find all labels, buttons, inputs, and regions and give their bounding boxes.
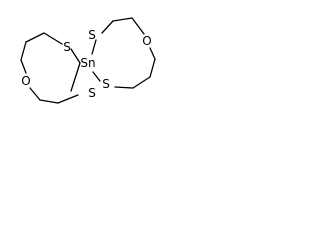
spiro-tin-molecule-diagram: S S S S Sn O O — [20, 17, 156, 104]
bond — [101, 20, 114, 34]
bond — [91, 39, 97, 55]
oxygen-atom-right: O — [142, 34, 151, 48]
bond — [92, 71, 101, 82]
bond — [70, 62, 81, 92]
oxygen-atom-left: O — [21, 74, 30, 88]
bond — [132, 76, 151, 89]
sulfur-atom-upper-left: S — [63, 40, 71, 54]
bond — [112, 17, 133, 22]
sulfur-atom-upper-right: S — [88, 28, 96, 42]
bond — [149, 47, 156, 60]
left-ring-bonds — [20, 32, 81, 104]
bond — [114, 86, 134, 89]
bond — [57, 94, 79, 104]
right-ring-bonds — [91, 17, 156, 89]
bond — [39, 99, 59, 104]
sulfur-atom-lower-left: S — [88, 86, 96, 100]
bond — [43, 32, 63, 45]
bond — [149, 58, 156, 78]
bond — [25, 32, 45, 43]
bond — [20, 41, 27, 61]
tin-atom: Sn — [80, 56, 95, 70]
bond — [70, 48, 81, 64]
sulfur-atom-lower-right: S — [102, 77, 110, 91]
bond — [131, 17, 145, 35]
bond — [20, 59, 27, 74]
bond — [29, 87, 41, 101]
